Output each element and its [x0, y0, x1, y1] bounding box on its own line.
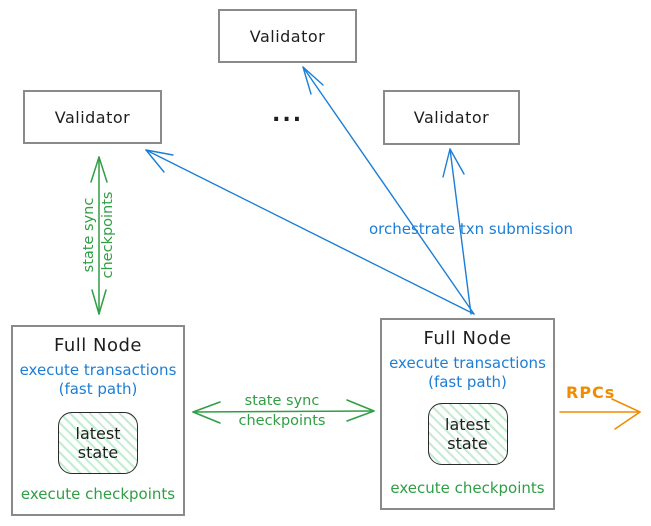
full-node-right-title: Full Node — [423, 328, 512, 349]
latest-state-right-line2: state — [447, 434, 488, 453]
state-sync-vertical-label: state sync checkpoints — [79, 185, 119, 285]
validator-right-label: Validator — [413, 108, 490, 127]
latest-state-right-line1: latest — [445, 415, 490, 434]
latest-state-left-line2: state — [77, 443, 119, 462]
validator-top-label: Validator — [249, 26, 326, 46]
orchestrate-label: orchestrate txn submission — [368, 220, 574, 238]
latest-state-box-right: latest state — [427, 403, 508, 465]
validator-box-top: Validator — [218, 9, 357, 63]
full-node-box-right: Full Node execute transactions (fast pat… — [380, 318, 555, 510]
validator-box-left: Validator — [23, 90, 162, 144]
full-node-right-fast-path-text: execute transactions (fast path) — [389, 354, 546, 392]
full-node-right-exec-ckpt: execute checkpoints — [390, 479, 545, 497]
full-node-left-fast-path: (fast path) — [58, 380, 138, 398]
full-node-right-exec-txn: execute transactions — [389, 354, 546, 372]
validator-left-label: Validator — [54, 107, 131, 127]
state-sync-horizontal-line2: checkpoints — [238, 413, 326, 429]
full-node-box-left: Full Node execute transactions (fast pat… — [11, 325, 185, 516]
rpcs-label: RPCs — [566, 383, 616, 402]
validator-box-right: Validator — [383, 90, 520, 145]
validators-ellipsis: ... — [272, 102, 304, 127]
full-node-left-title: Full Node — [54, 335, 142, 356]
latest-state-box-left: latest state — [58, 412, 138, 474]
arrow-rpcs — [559, 398, 641, 430]
state-sync-horizontal-label: state sync checkpoints — [222, 392, 342, 431]
state-sync-horizontal-line1: state sync — [244, 393, 320, 409]
full-node-left-exec-txn: execute transactions — [19, 361, 177, 379]
state-sync-vertical-line2: checkpoints — [100, 191, 116, 279]
full-node-left-exec-ckpt: execute checkpoints — [20, 485, 176, 503]
state-sync-vertical-line1: state sync — [81, 197, 97, 273]
latest-state-left-line1: latest — [75, 424, 121, 443]
full-node-left-fast-path-text: execute transactions (fast path) — [20, 361, 177, 399]
full-node-right-fast-path: (fast path) — [428, 373, 507, 391]
